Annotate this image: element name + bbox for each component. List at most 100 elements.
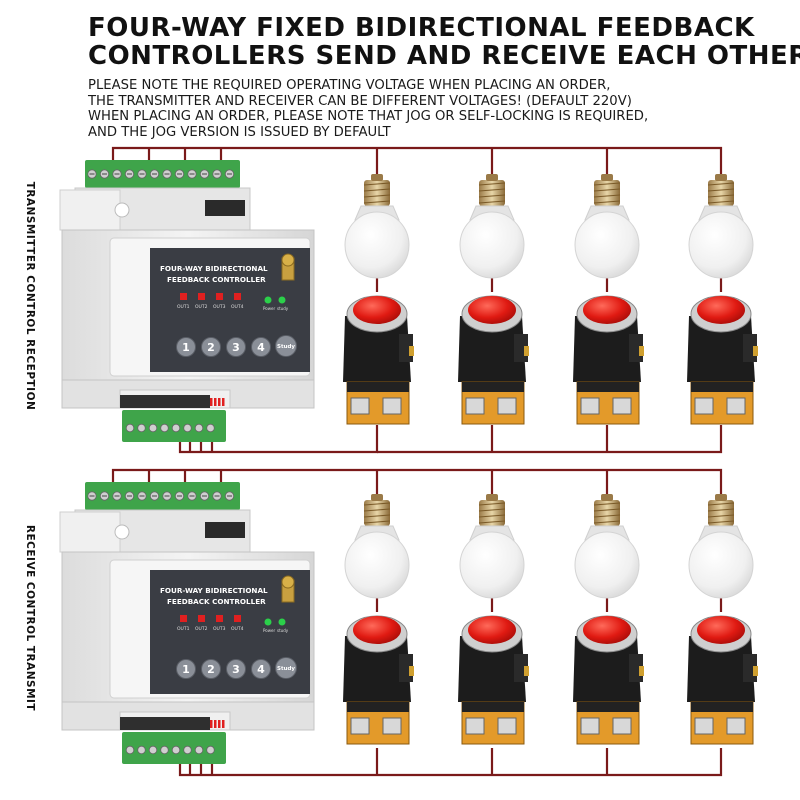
bulb-thread xyxy=(593,508,621,512)
title-line-2: CONTROLLERS SEND AND RECEIVE EACH OTHER xyxy=(88,41,800,71)
bulb-thread xyxy=(707,508,735,512)
channel-button-label-4: 4 xyxy=(257,663,265,676)
output-led-4 xyxy=(234,293,241,300)
bulb-screw-base xyxy=(708,500,734,526)
push-button-bottom-2 xyxy=(458,615,529,745)
button-red-cap xyxy=(353,616,401,644)
terminal-screw xyxy=(160,423,169,433)
button-screw xyxy=(409,666,414,676)
bulb-thread xyxy=(363,200,391,204)
output-label-3: OUT3 xyxy=(213,304,226,310)
output-label-3: OUT3 xyxy=(213,626,226,632)
dip-switch xyxy=(210,720,213,728)
dip-switch xyxy=(214,720,217,728)
dip-switch xyxy=(218,398,221,406)
button-screw xyxy=(639,666,644,676)
bulb-thread xyxy=(593,194,621,198)
bulb-thread xyxy=(478,514,506,518)
bulb-thread xyxy=(593,200,621,204)
dip-switch xyxy=(214,398,217,406)
bulb-thread xyxy=(363,508,391,512)
channel-button-label-1: 1 xyxy=(182,663,190,676)
output-led-1 xyxy=(180,293,187,300)
mount-hole xyxy=(114,524,130,540)
bulb-thread xyxy=(363,182,391,186)
contact-terminal-left xyxy=(694,397,714,415)
button-red-cap xyxy=(697,616,745,644)
bulb-thread xyxy=(707,200,735,204)
button-red-cap xyxy=(468,296,516,324)
antenna-nut xyxy=(281,575,295,589)
channel-button-label-1: 1 xyxy=(182,341,190,354)
bulb-glass xyxy=(688,211,754,279)
indicator-led-2 xyxy=(278,618,286,626)
dip-switch xyxy=(210,398,213,406)
button-red-cap xyxy=(697,296,745,324)
housing-lower-slot xyxy=(120,395,210,408)
bulb-thread xyxy=(478,182,506,186)
bulb-thread xyxy=(593,502,621,506)
push-button-top-1 xyxy=(343,295,414,425)
bulb-thread xyxy=(363,194,391,198)
push-button-top-4 xyxy=(687,295,758,425)
note-line-1: PLEASE NOTE THE REQUIRED OPERATING VOLTA… xyxy=(88,78,611,93)
bulb-tip xyxy=(486,494,498,501)
contact-terminal-left xyxy=(694,717,714,735)
button-body xyxy=(343,316,411,382)
contact-terminal-left xyxy=(465,397,485,415)
bulb-thread xyxy=(707,182,735,186)
led-bulb-top-4 xyxy=(688,174,754,279)
bulb-thread xyxy=(478,188,506,192)
dip-switch xyxy=(218,720,221,728)
contact-terminal-left xyxy=(465,717,485,735)
contact-block-top xyxy=(691,702,753,712)
antenna-nut xyxy=(281,253,295,267)
terminal-screw xyxy=(206,423,215,433)
bulb-thread xyxy=(363,188,391,192)
channel-button-1 xyxy=(176,337,196,357)
controller-label-line-1: FOUR-WAY BIDIRECTIONAL xyxy=(160,264,268,273)
bulb-screw-base xyxy=(594,500,620,526)
contact-terminal-right xyxy=(382,717,402,735)
housing-left-step xyxy=(59,511,121,553)
terminal-screw xyxy=(148,745,158,755)
led-bulb-bottom-2 xyxy=(459,494,525,599)
led-bulb-top-1 xyxy=(344,174,410,279)
button-red-cap xyxy=(468,616,516,644)
bulb-thread xyxy=(363,502,391,506)
bulb-tip xyxy=(486,174,498,181)
channel-button-label-2: 2 xyxy=(207,663,215,676)
terminal-screw xyxy=(137,423,146,433)
button-body xyxy=(458,636,526,702)
button-body xyxy=(573,316,641,382)
bulb-glass xyxy=(688,531,754,599)
bulb-glass xyxy=(344,531,410,599)
contact-terminal-right xyxy=(612,397,632,415)
mount-hole xyxy=(114,202,130,218)
bulb-screw-base xyxy=(479,180,505,206)
contact-terminal-right xyxy=(726,717,746,735)
contact-terminal-right xyxy=(726,397,746,415)
channel-button-4 xyxy=(251,337,271,357)
contact-block-top xyxy=(347,382,409,392)
study-button-label: Study xyxy=(277,344,295,350)
contact-terminal-right xyxy=(612,717,632,735)
bulb-thread xyxy=(478,194,506,198)
output-label-1: OUT1 xyxy=(177,626,190,632)
button-screw xyxy=(524,346,529,356)
order-notes: PLEASE NOTE THE REQUIRED OPERATING VOLTA… xyxy=(88,78,788,140)
push-button-top-3 xyxy=(573,295,644,425)
bulb-thread xyxy=(478,508,506,512)
terminal-screw xyxy=(194,745,204,755)
button-red-cap xyxy=(583,616,631,644)
bulb-thread xyxy=(593,514,621,518)
bulb-tip xyxy=(601,494,613,501)
bulb-tip xyxy=(371,174,383,181)
button-screw xyxy=(639,346,644,356)
push-button-bottom-1 xyxy=(343,615,414,745)
contact-terminal-right xyxy=(382,397,402,415)
dip-switch xyxy=(222,398,225,406)
terminal-screw xyxy=(171,423,181,433)
